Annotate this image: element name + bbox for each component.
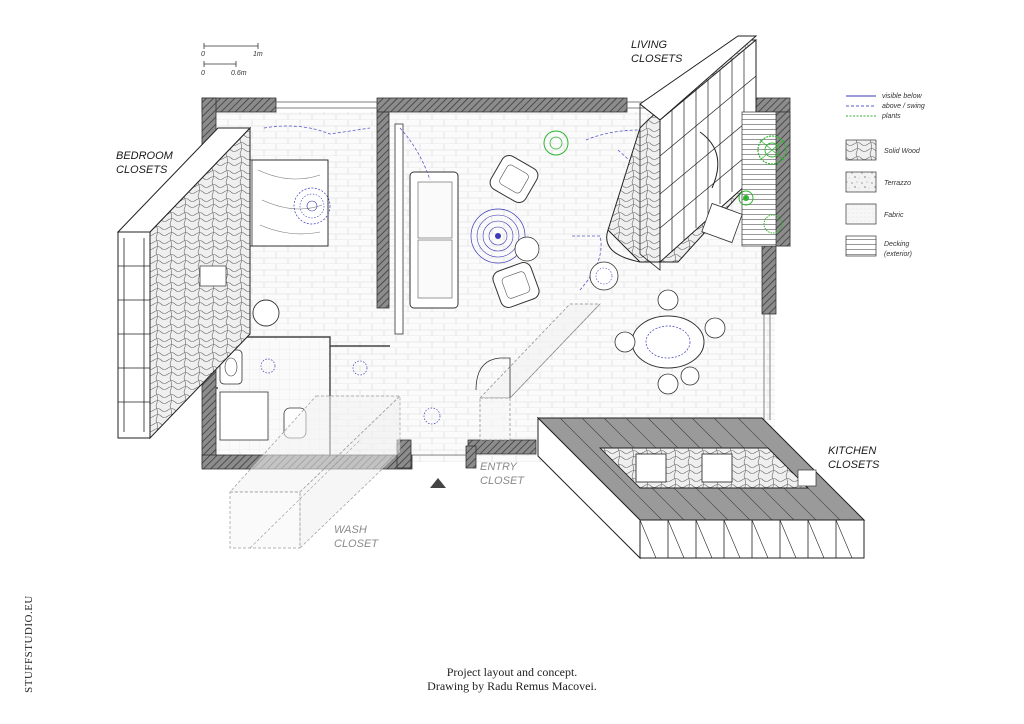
living-plant (543, 130, 569, 156)
caption-line-2: Drawing by Radu Remus Macovei. (427, 679, 597, 693)
label-kitchen-closets: CLOSETS (828, 459, 880, 471)
label-entry-closet: CLOSET (480, 475, 525, 487)
scale-bottom-end: 0.6m (231, 70, 247, 77)
studio-name: STUFFSTUDIO.EU (22, 590, 36, 700)
entry-door (412, 454, 466, 488)
caption: Project layout and concept. Drawing by R… (362, 665, 662, 693)
legend-swatch-decking (845, 235, 877, 257)
legend-swatch-fabric (845, 203, 877, 225)
legend-solid-wood: Solid Wood (884, 148, 921, 155)
living-rug (470, 208, 526, 264)
label-wash: WASH (334, 524, 367, 536)
scale-top-end: 1m (253, 51, 263, 58)
legend-terrazzo: Terrazzo (884, 180, 911, 187)
legend-visible-below: visible below (882, 93, 923, 100)
bedroom-side-table (252, 299, 280, 327)
legend-swatch-terrazzo (845, 171, 877, 193)
wash-closet-unit (229, 395, 401, 549)
dining-table (614, 289, 726, 395)
legend: visible below above / swing plants Solid… (845, 93, 925, 258)
living-coffee-table (514, 236, 540, 262)
scale-bottom-start: 0 (201, 70, 205, 77)
label-kitchen: KITCHEN (828, 445, 876, 457)
label-living-closets: CLOSETS (631, 53, 683, 65)
legend-fabric: Fabric (884, 212, 904, 219)
label-entry: ENTRY (480, 461, 518, 473)
legend-decking-exterior: (exterior) (884, 251, 912, 258)
entry-arrow-icon (430, 478, 446, 488)
kitchen-closets-unit (536, 416, 866, 560)
legend-swatch-solid-wood (845, 139, 877, 161)
living-sofa (409, 171, 459, 309)
legend-decking: Decking (884, 241, 909, 248)
bedroom-rug (293, 187, 331, 225)
label-bedroom: BEDROOM (116, 150, 174, 162)
entry-rug (352, 360, 441, 425)
label-wash-closet: CLOSET (334, 538, 379, 550)
entry-closet-unit (475, 303, 601, 441)
living-armchair-top (489, 154, 539, 204)
side-chair (589, 261, 619, 291)
scale-bar: 0 1m 0 0.6m (201, 43, 263, 77)
legend-above-swing: above / swing (882, 103, 925, 110)
label-living: LIVING (631, 39, 668, 51)
label-bedroom-closets: CLOSETS (116, 164, 168, 176)
legend-plants: plants (881, 113, 901, 120)
caption-line-1: Project layout and concept. (446, 665, 578, 679)
bedroom-closets-unit (116, 126, 252, 440)
studio-name-text: STUFFSTUDIO.EU (23, 595, 35, 693)
living-armchair-bottom (492, 262, 540, 308)
scale-top-start: 0 (201, 51, 205, 58)
terrace-plants (738, 135, 787, 234)
